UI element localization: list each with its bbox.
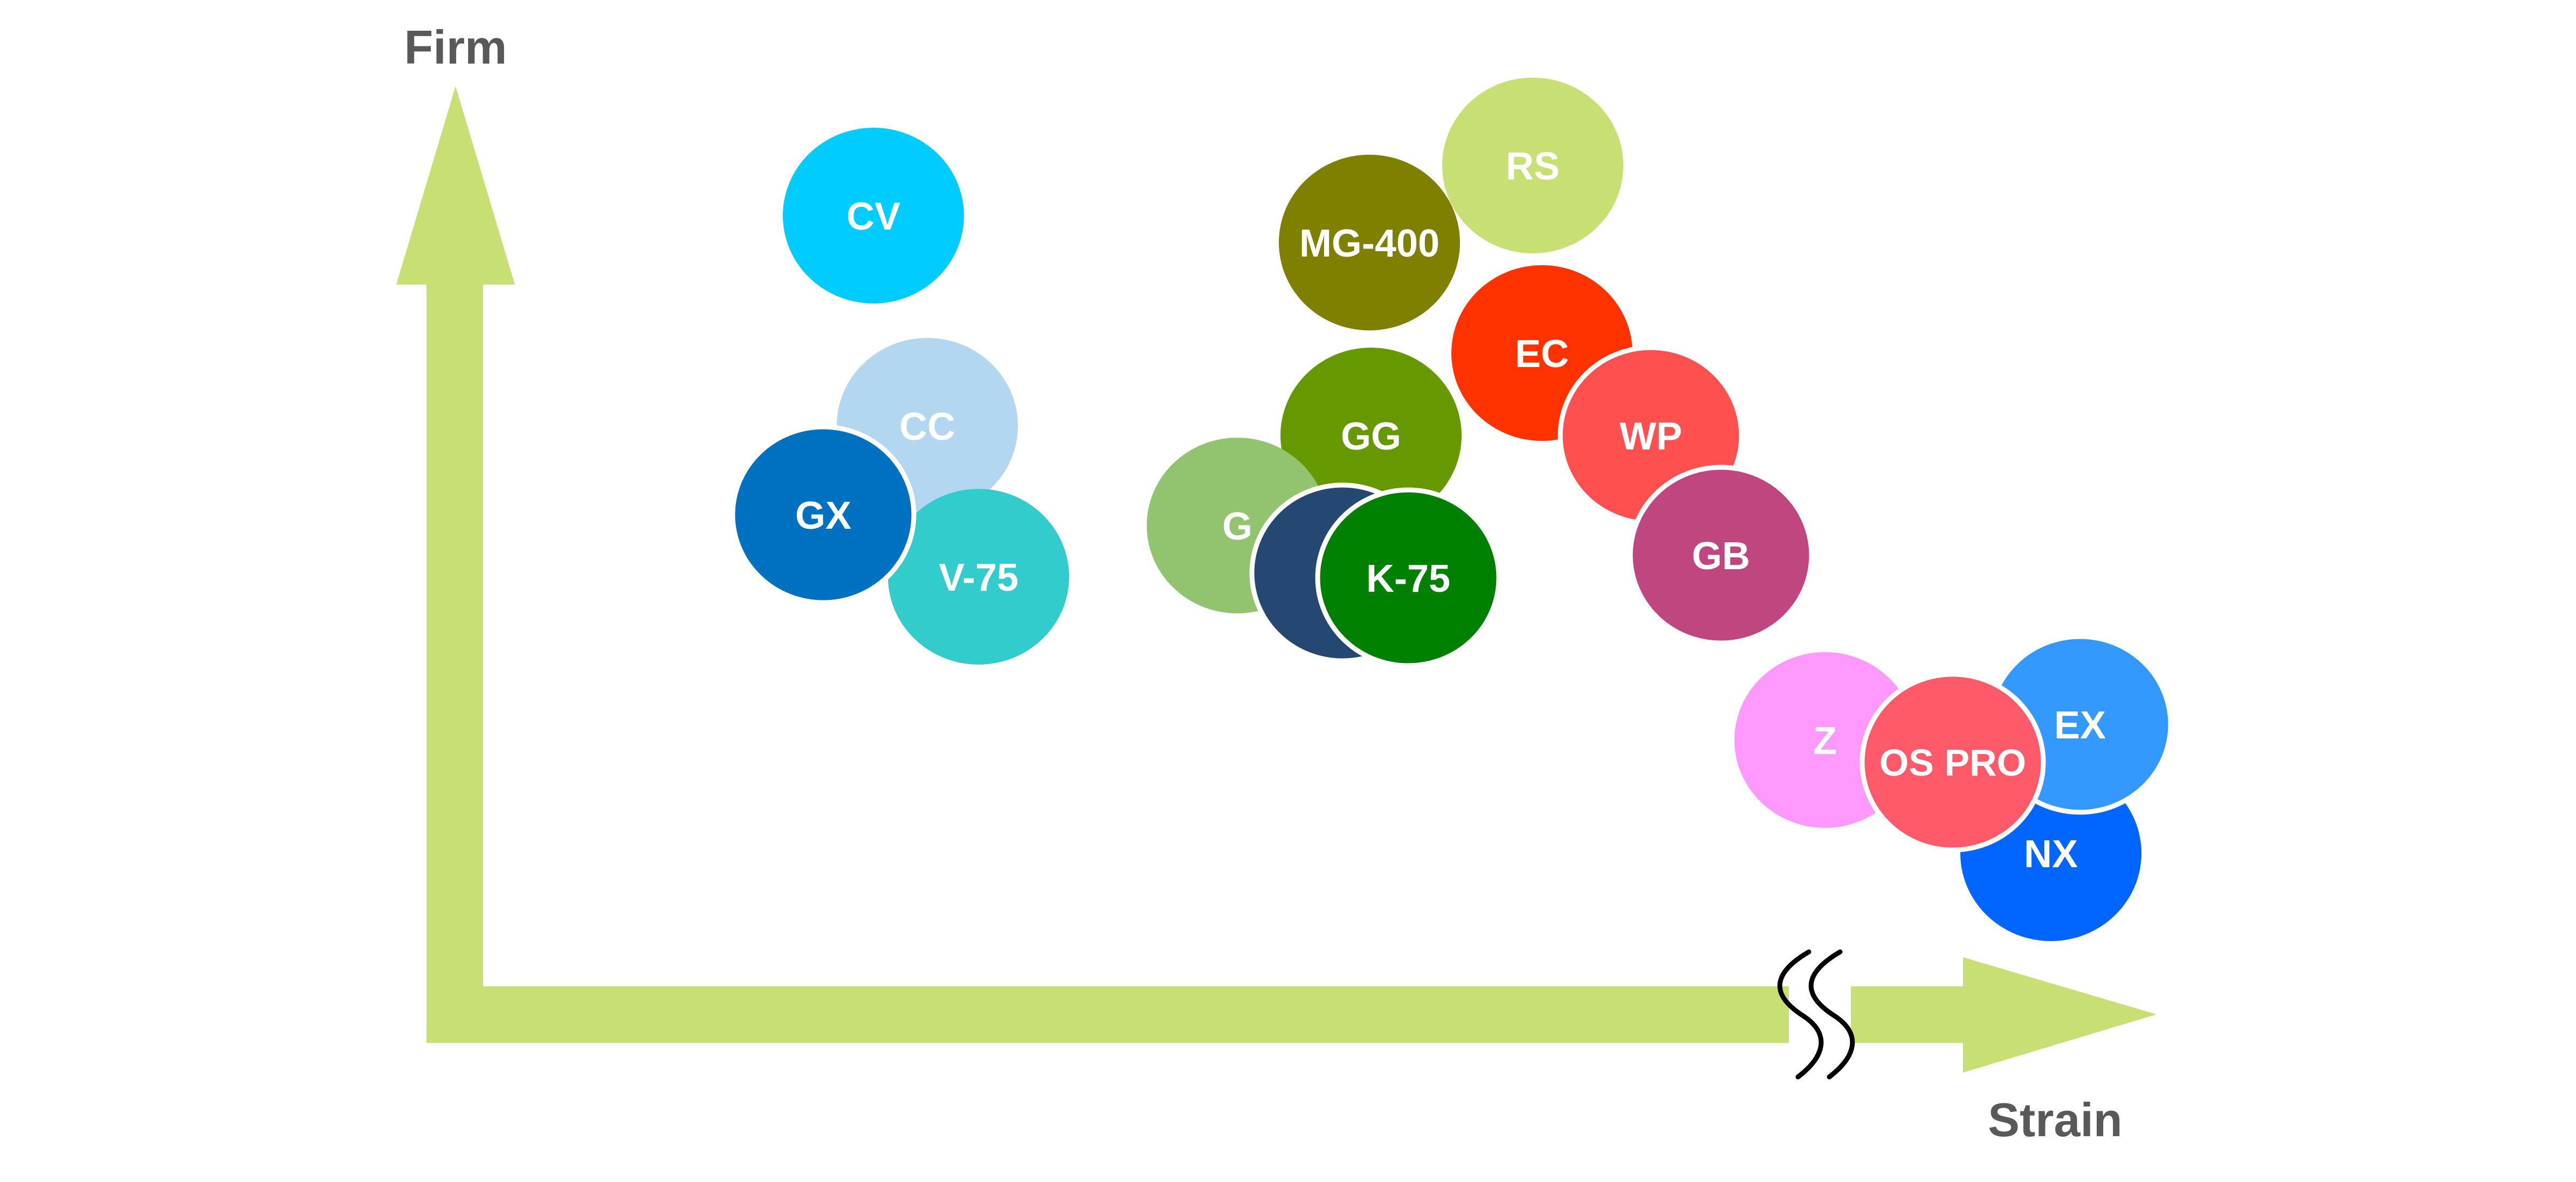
- bubble-circle-gx: [730, 424, 917, 605]
- axis-break-line-2: [1808, 949, 1855, 1080]
- bubble-label-nx: NX: [2024, 833, 2078, 876]
- bubble-label-z: Z: [1813, 720, 1837, 763]
- bubble-circle-k-75: [1315, 487, 1501, 668]
- bubble-circle-cv: [783, 128, 964, 303]
- bubble-label-k-75: K-75: [1366, 557, 1450, 600]
- bubble-label-ec: EC: [1515, 333, 1569, 376]
- bubble-label-cv: CV: [846, 195, 900, 238]
- bubble-circle-gg: [1280, 348, 1462, 523]
- bubble-label-g: G: [1222, 505, 1252, 548]
- bubble-k-75: K-75: [1315, 487, 1501, 668]
- bubble-circle-gb: [1628, 465, 1814, 646]
- bubble-label-wp: WP: [1620, 415, 1682, 458]
- bubble-label-ex: EX: [2054, 704, 2106, 747]
- bubble-gg: GG: [1280, 348, 1462, 523]
- bubble-gx: GX: [730, 424, 917, 605]
- y-axis-arrow: [396, 86, 515, 1043]
- bubble-circle-v-75: [888, 489, 1069, 665]
- bubble-label-cc: CC: [899, 405, 955, 448]
- bubble-cv: CV: [783, 128, 964, 303]
- bubble-mg-400: MG-400: [1279, 155, 1460, 330]
- axis-break-line-1: [1777, 949, 1824, 1080]
- bubble-v-75: V-75: [888, 489, 1069, 665]
- bubble-label-rs: RS: [1506, 145, 1560, 188]
- product-bubbles: CVCCV-75GXRSMG-400ECGGGGUK-75WPGBZNXEXOS…: [730, 78, 2173, 941]
- bubble-label-gb: GB: [1692, 535, 1750, 578]
- bubble-label-os-pro: OS PRO: [1879, 742, 2026, 784]
- bubble-label-mg-400: MG-400: [1299, 222, 1439, 265]
- bubble-gb: GB: [1628, 465, 1814, 646]
- bubble-circle-rs: [1442, 78, 1623, 253]
- bubble-label-gg: GG: [1341, 415, 1401, 458]
- bubble-circle-os-pro: [1859, 672, 2046, 853]
- axis-break-mark: [1777, 949, 1855, 1080]
- axes: [396, 86, 2157, 1080]
- x-axis-arrow: [426, 957, 2157, 1073]
- bubble-circle-mg-400: [1279, 155, 1460, 330]
- bubble-os-pro: OS PRO: [1859, 672, 2046, 853]
- bubble-label-v-75: V-75: [939, 556, 1018, 599]
- x-axis-label: Strain: [1988, 1093, 2122, 1146]
- bubble-rs: RS: [1442, 78, 1623, 253]
- bubble-label-gx: GX: [795, 494, 851, 537]
- y-axis-label: Firm: [404, 20, 507, 74]
